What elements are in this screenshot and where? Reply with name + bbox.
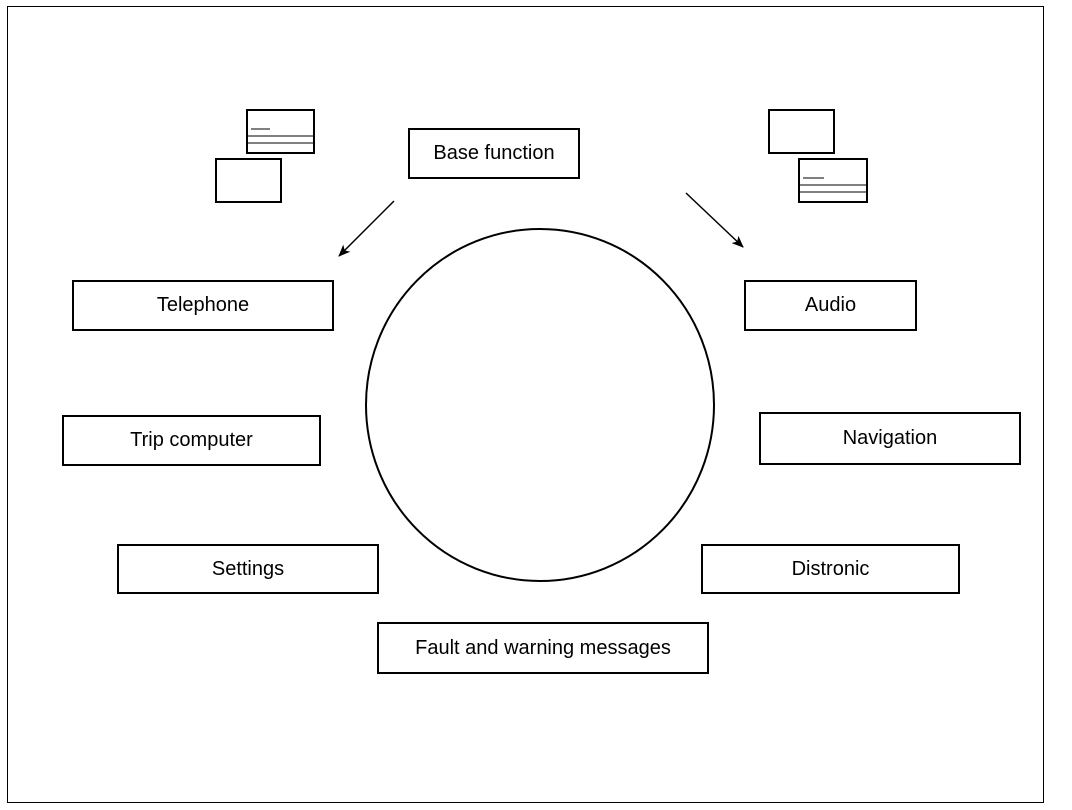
fault-warning-node: Fault and warning messages bbox=[377, 622, 709, 674]
diagram-frame bbox=[7, 6, 1044, 803]
audio-node: Audio bbox=[744, 280, 917, 331]
telephone-node: Telephone bbox=[72, 280, 334, 331]
settings-node: Settings bbox=[117, 544, 379, 594]
base-function-node: Base function bbox=[408, 128, 580, 179]
display-screens-icon-left bbox=[215, 109, 315, 203]
display-screens-icon-right bbox=[768, 109, 868, 203]
trip-computer-node: Trip computer bbox=[62, 415, 321, 466]
arrow-to-audio bbox=[685, 192, 744, 248]
arrow-to-telephone bbox=[338, 200, 395, 257]
function-circle bbox=[365, 228, 715, 582]
navigation-node: Navigation bbox=[759, 412, 1021, 465]
distronic-node: Distronic bbox=[701, 544, 960, 594]
